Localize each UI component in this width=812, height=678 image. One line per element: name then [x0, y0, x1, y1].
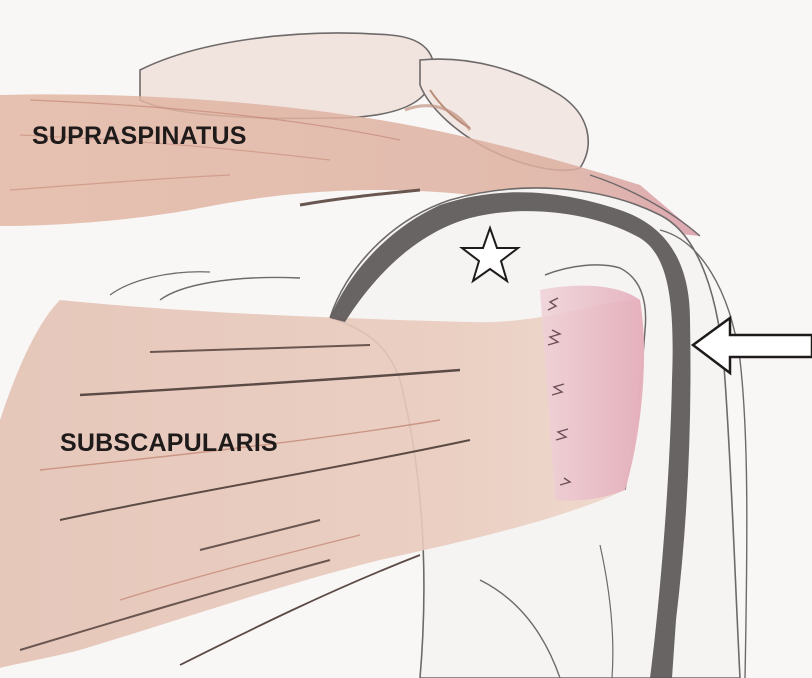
label-subscapularis: SUBSCAPULARIS	[60, 429, 278, 458]
label-supraspinatus: SUPRASPINATUS	[32, 122, 247, 151]
